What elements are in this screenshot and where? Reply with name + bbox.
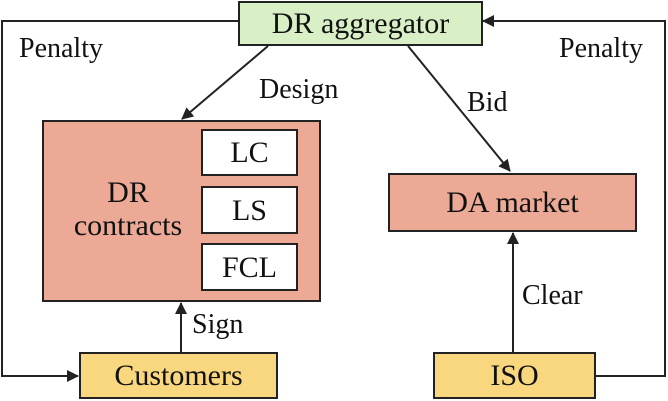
edge-penalty-left xyxy=(1,20,238,382)
customers-box: Customers xyxy=(79,352,278,399)
contract-type-fcl: FCL xyxy=(201,243,298,291)
da-market-label: DA market xyxy=(446,186,579,219)
edge-penalty-right xyxy=(482,15,666,377)
contract-type-lc: LC xyxy=(201,129,298,176)
iso-label: ISO xyxy=(490,359,539,392)
dr-aggregator-box: DR aggregator xyxy=(238,1,483,46)
bid-label: Bid xyxy=(467,87,508,118)
contract-type-ls-label: LS xyxy=(231,193,267,227)
penalty-right-label: Penalty xyxy=(559,33,643,64)
contract-type-fcl-label: FCL xyxy=(221,250,278,284)
contract-type-lc-label: LC xyxy=(230,136,269,169)
penalty-left-label: Penalty xyxy=(19,33,103,64)
customers-label: Customers xyxy=(114,359,243,392)
da-market-box: DA market xyxy=(388,173,637,232)
edge-bid xyxy=(407,45,511,172)
design-label: Design xyxy=(259,74,339,105)
clear-label: Clear xyxy=(522,280,583,311)
dr-aggregator-label: DR aggregator xyxy=(271,7,450,40)
contract-type-ls: LS xyxy=(201,186,298,234)
sign-label: Sign xyxy=(192,309,244,340)
iso-box: ISO xyxy=(433,352,596,399)
dr-contracts-label: DR contracts xyxy=(73,176,183,242)
edge-design xyxy=(181,45,269,120)
